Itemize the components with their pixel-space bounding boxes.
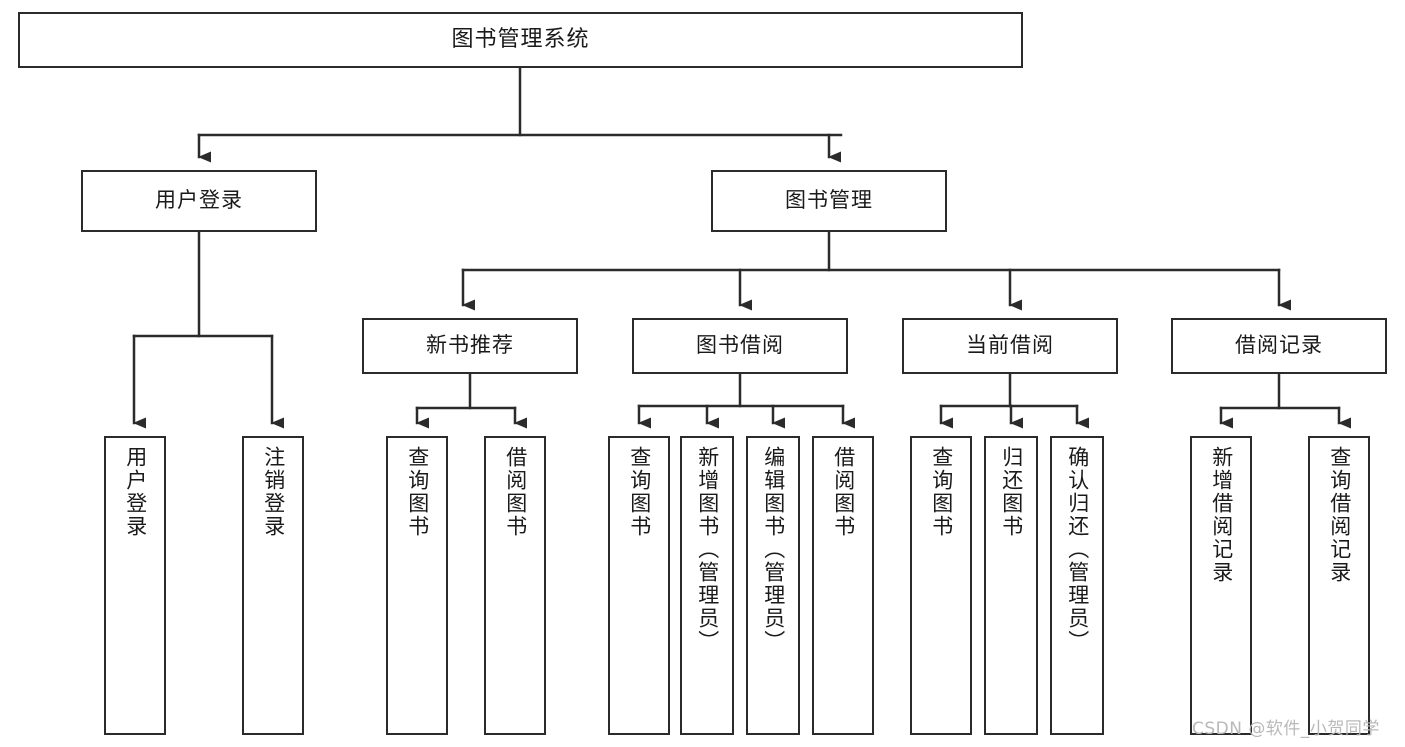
edge-newbookrec-to-leaves: [415, 372, 527, 429]
leaf-label: 新增借阅记录: [1209, 446, 1234, 584]
leaf-label: 新增图书（管理员）: [695, 446, 720, 653]
leaf-rec-borrow-book[interactable]: 借阅图书: [484, 436, 546, 735]
leaf-cur-confirm-return[interactable]: 确认归还（管理员）: [1050, 436, 1104, 735]
leaf-rec-add-record[interactable]: 新增借阅记录: [1190, 436, 1252, 735]
leaf-label: 借阅图书: [503, 446, 528, 538]
leaf-user-logout[interactable]: 注销登录: [242, 436, 304, 735]
csdn-watermark: CSDN @软件_小贺同学: [1192, 719, 1380, 739]
edge-bookmanage-to-level3: [461, 230, 1291, 311]
edge-booklogin-to-leaves: [132, 230, 284, 429]
leaf-label: 查询图书: [405, 446, 430, 538]
leaf-borrow-lend-book[interactable]: 借阅图书: [812, 436, 874, 735]
node-book-borrow[interactable]: 图书借阅: [632, 318, 848, 374]
leaf-label: 注销登录: [261, 446, 286, 538]
leaf-label: 查询借阅记录: [1327, 446, 1352, 584]
node-book-manage[interactable]: 图书管理: [711, 170, 947, 232]
edge-bookborrow-to-leaves: [637, 372, 855, 429]
node-user-login[interactable]: 用户登录: [81, 170, 317, 232]
leaf-cur-query-book[interactable]: 查询图书: [910, 436, 972, 735]
leaf-label: 编辑图书（管理员）: [761, 446, 786, 653]
edge-borrowrecord-to-leaves: [1219, 372, 1351, 429]
node-current-borrow[interactable]: 当前借阅: [902, 318, 1118, 374]
edge-currentborrow-to-leaves: [939, 372, 1089, 429]
leaf-label: 确认归还（管理员）: [1065, 446, 1090, 653]
leaf-rec-query-record[interactable]: 查询借阅记录: [1308, 436, 1370, 735]
leaf-label: 借阅图书: [831, 446, 856, 538]
node-borrow-record[interactable]: 借阅记录: [1171, 318, 1387, 374]
leaf-label: 查询图书: [627, 446, 652, 538]
node-new-book-recommend[interactable]: 新书推荐: [362, 318, 578, 374]
leaf-borrow-edit-book[interactable]: 编辑图书（管理员）: [746, 436, 800, 735]
leaf-label: 用户登录: [123, 446, 148, 538]
node-root[interactable]: 图书管理系统: [18, 12, 1023, 68]
leaf-borrow-query-book[interactable]: 查询图书: [608, 436, 670, 735]
leaf-rec-query-book[interactable]: 查询图书: [386, 436, 448, 735]
edge-root-to-level2: [197, 66, 843, 163]
leaf-borrow-add-book[interactable]: 新增图书（管理员）: [680, 436, 734, 735]
leaf-label: 查询图书: [929, 446, 954, 538]
leaf-user-login[interactable]: 用户登录: [104, 436, 166, 735]
leaf-label: 归还图书: [999, 446, 1024, 538]
leaf-cur-return-book[interactable]: 归还图书: [984, 436, 1038, 735]
